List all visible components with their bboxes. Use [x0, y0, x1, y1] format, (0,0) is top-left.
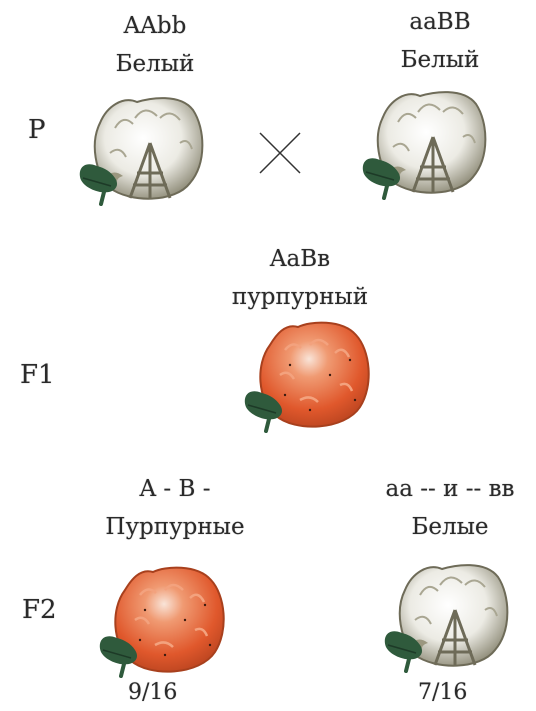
- f1-purple-fruit: [240, 315, 380, 435]
- parent-right-genotype: aaBB: [385, 8, 495, 36]
- f2-left-color: Пурпурные: [95, 513, 255, 541]
- f2-left-purple-fruit: [95, 560, 235, 680]
- cross-icon: [255, 128, 305, 178]
- parent-right-white-fruit: [358, 82, 498, 202]
- generation-p-label: P: [28, 115, 46, 145]
- f2-right-color: Белые: [390, 513, 510, 541]
- generation-f1-label: F1: [20, 360, 55, 390]
- f2-right-ratio: 7/16: [418, 680, 467, 705]
- f2-right-white-fruit: [380, 555, 520, 675]
- f2-left-ratio: 9/16: [128, 680, 177, 705]
- parent-left-genotype: AAbb: [100, 12, 210, 40]
- f2-right-genotype: aa -- и -- вв: [375, 475, 525, 503]
- parent-left-color: Белый: [100, 50, 210, 78]
- f1-genotype: AaBв: [240, 245, 360, 273]
- parent-right-color: Белый: [385, 46, 495, 74]
- f1-color: пурпурный: [220, 283, 380, 311]
- generation-f2-label: F2: [22, 595, 57, 625]
- f2-left-genotype: A - B -: [110, 475, 240, 503]
- parent-left-white-fruit: [75, 88, 215, 208]
